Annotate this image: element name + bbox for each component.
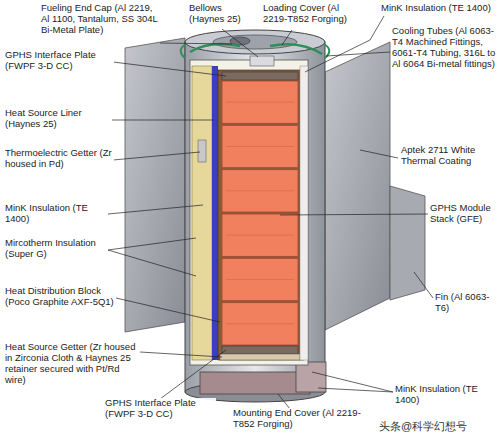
gphs-module [222, 258, 298, 300]
fin-right-upper [325, 42, 390, 330]
gphs-module [222, 170, 298, 212]
fin-left [125, 38, 185, 332]
gphs-module [222, 303, 298, 345]
part-label: Loading Cover (Al 2219-T852 Forging) [262, 3, 366, 25]
part-label: GPHS Module Stack (GFE) [429, 203, 497, 225]
part-label: MinK Insulation (TE 1400) [4, 203, 108, 225]
gphs-module-seam [226, 235, 294, 236]
part-label: Heat Source Liner (Haynes 25) [4, 108, 112, 130]
gphs-interface-plate-top [222, 72, 298, 80]
watermark: 头条@科学幻想号 [378, 420, 468, 433]
part-label: Aptek 2711 White Thermal Coating [400, 145, 496, 167]
gphs-module-seam [226, 102, 294, 103]
part-label: MinK Insulation (TE 1400) [394, 384, 490, 406]
gphs-interface-plate-bottom [222, 346, 298, 354]
gphs-module [222, 214, 298, 256]
part-label: Mircotherm Insulation (Super G) [4, 238, 108, 260]
part-label: Heat Source Getter (Zr housed in Zirconi… [4, 342, 140, 386]
gphs-module-seam [226, 146, 294, 147]
gphs-module-stack [222, 81, 298, 345]
bellows [250, 56, 274, 66]
gphs-module-seam [226, 323, 294, 324]
part-label: Fin (Al 6063-T6) [434, 292, 496, 314]
mounting-end-cover [200, 372, 310, 394]
gphs-module-seam [226, 190, 294, 191]
part-label: Thermoelectric Getter (Zr housed in Pd) [4, 148, 114, 170]
gphs-module [222, 125, 298, 167]
part-label: Cooling Tubes (Al 6063-T4 Machined Fitti… [391, 26, 497, 70]
part-label: Mounting End Cover (Al 2219-T852 Forging… [232, 408, 364, 430]
part-label: GPHS Interface Plate (FWPF 3-D CC) [4, 50, 114, 72]
fin-right-outer [390, 186, 425, 300]
mink-insulation-bottom [296, 362, 326, 392]
leader-lines [108, 16, 433, 409]
mink-insulation-right [300, 66, 308, 360]
part-label: Bellows (Haynes 25) [188, 3, 254, 25]
housing [185, 42, 325, 392]
heat-source-liner [212, 66, 218, 360]
thermoelectric-getter [198, 140, 206, 162]
gphs-module-seam [226, 279, 294, 280]
top-cap [185, 30, 325, 54]
gphs-module [222, 81, 298, 123]
part-label: MinK Insulation (TE 1400) [380, 3, 492, 14]
part-label: Heat Distribution Block (Poco Graphite A… [4, 286, 116, 308]
part-label: Fueling End Cap (Al 2219, Al 1100, Tanta… [40, 3, 160, 36]
part-label: GPHS Interface Plate (FWPF 3-D CC) [104, 398, 216, 420]
cooling-tubes [190, 44, 322, 54]
heat-source-getter [220, 354, 300, 360]
